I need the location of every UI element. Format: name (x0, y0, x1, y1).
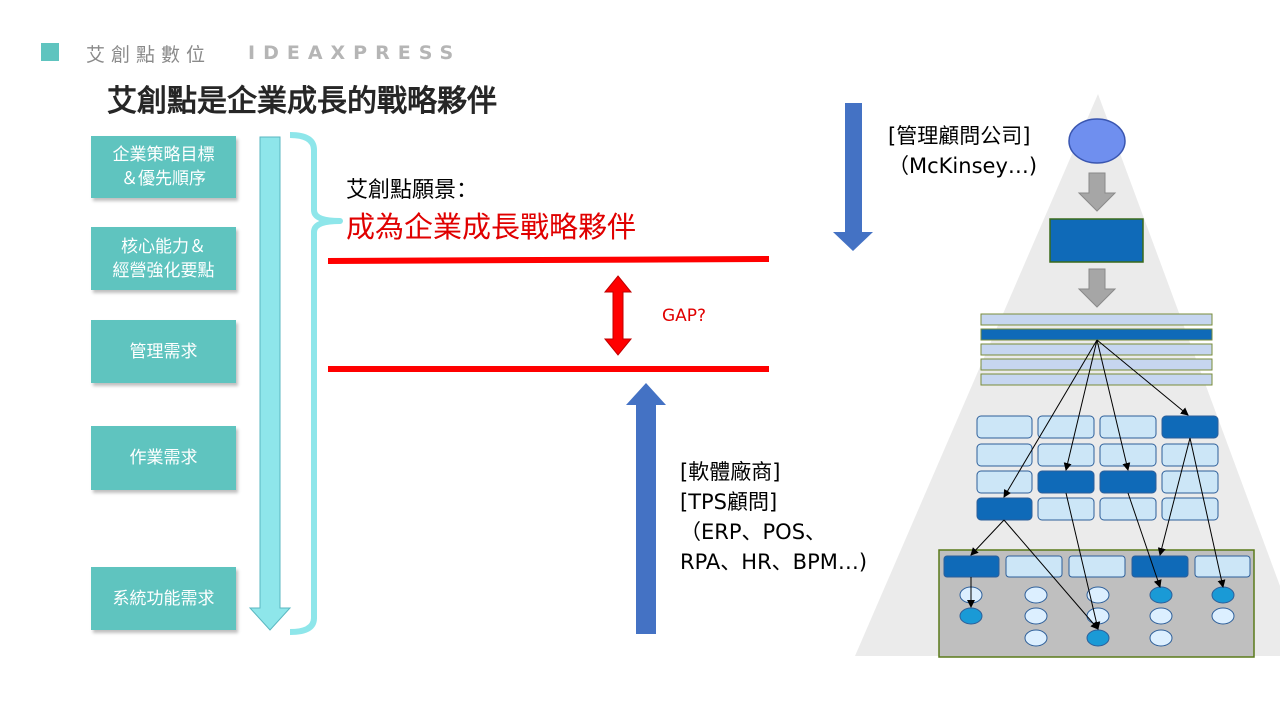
gap-double-arrow (603, 275, 633, 356)
data-node (1086, 607, 1110, 625)
process-cell (976, 443, 1033, 467)
system-module (943, 555, 1000, 578)
process-cell (1161, 443, 1219, 467)
middle-management-block (1049, 218, 1144, 263)
data-node (1211, 607, 1235, 625)
data-node (1024, 629, 1048, 647)
gap-label: GAP? (662, 306, 707, 326)
system-module (1131, 555, 1189, 578)
process-cell (1099, 443, 1157, 467)
data-node (1024, 607, 1048, 625)
layer-bar-1 (980, 313, 1213, 326)
process-cell (1161, 470, 1219, 494)
process-cell (976, 497, 1033, 521)
process-cell (1161, 415, 1219, 439)
operation-needs-box: 作業需求 (91, 426, 236, 490)
page-title: 艾創點是企業成長的戰略夥伴 (107, 84, 497, 119)
system-module (1068, 555, 1126, 578)
data-node (1149, 586, 1173, 604)
process-cell (1099, 415, 1157, 439)
process-cell (1099, 470, 1157, 494)
consultant-label: [管理顧問公司] （McKinsey…) (888, 124, 1038, 178)
layer-bar-5 (980, 373, 1213, 386)
process-cell (976, 415, 1033, 439)
management-needs-box: 管理需求 (91, 320, 236, 383)
process-cell (1099, 497, 1157, 521)
layer-bar-3 (980, 343, 1213, 356)
data-node (1086, 586, 1110, 604)
data-node (1024, 586, 1048, 604)
layer-bar-4 (980, 358, 1213, 371)
process-cell (1161, 497, 1219, 521)
process-cell (1037, 443, 1095, 467)
data-node (1086, 629, 1110, 647)
strategy-goals-box: 企業策略目標 ＆優先順序 (91, 136, 236, 198)
brand-logo-square (41, 43, 59, 61)
gray-down-arrow-2 (1077, 268, 1117, 308)
process-cell (1037, 470, 1095, 494)
process-grid (976, 415, 1219, 521)
data-node (1149, 629, 1173, 647)
dependency-arrows (967, 339, 1226, 630)
vision-label: 艾創點願景： (346, 178, 479, 203)
system-function-needs-box: 系統功能需求 (91, 567, 236, 630)
requirements-flow-arrow (248, 136, 292, 631)
brand-name: 艾創點數位 (86, 44, 212, 66)
brand-english-name: IDEAXPRESS (248, 42, 462, 64)
system-module (1005, 555, 1063, 578)
data-node (1149, 607, 1173, 625)
vision-bracket (289, 132, 343, 635)
gray-down-arrow-1 (1077, 172, 1117, 212)
layer-bar-2 (980, 328, 1213, 341)
vendor-label: [軟體廠商] [TPS顧問] （ERP、POS、 RPA、HR、BPM…) (680, 460, 868, 574)
top-management-node (1068, 118, 1126, 164)
vision-line (327, 256, 770, 264)
system-modules (943, 555, 1251, 578)
bottom-up-vendor-arrow (626, 383, 666, 634)
process-cell (1037, 415, 1095, 439)
process-cell (1037, 497, 1095, 521)
top-down-consulting-arrow (833, 103, 873, 251)
core-competency-box: 核心能力＆ 經營強化要點 (91, 227, 236, 290)
vision-statement: 成為企業成長戰略夥伴 (346, 210, 637, 244)
data-node (1211, 586, 1235, 604)
data-node (959, 607, 983, 625)
process-cell (976, 470, 1033, 494)
system-module (1194, 555, 1251, 578)
